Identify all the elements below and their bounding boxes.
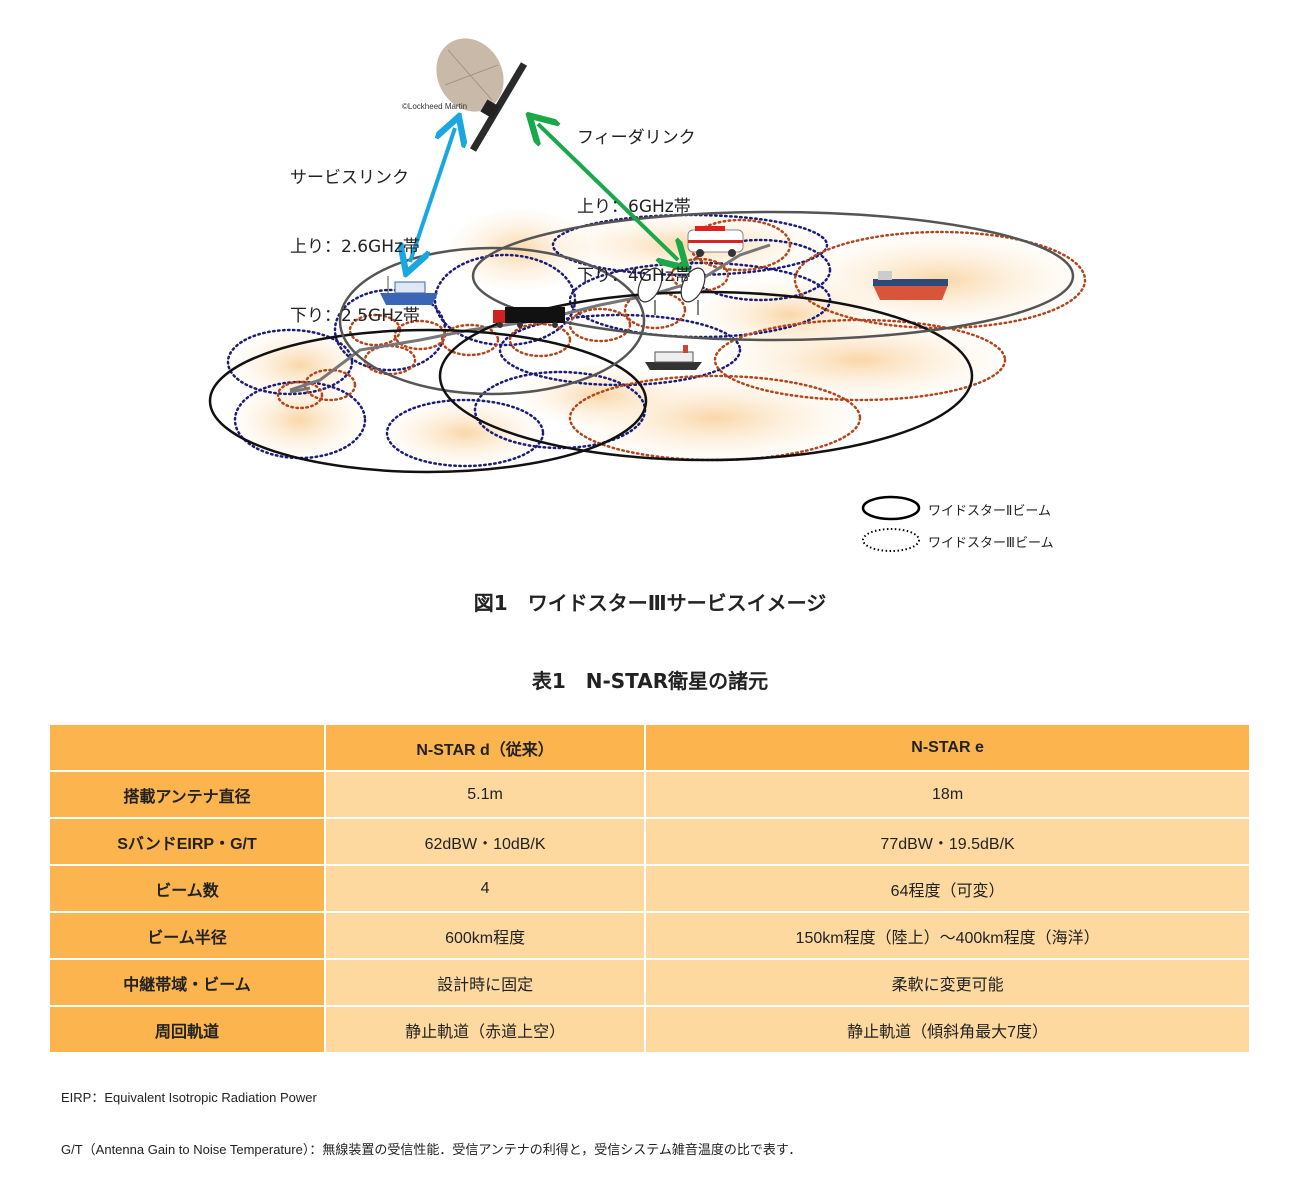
feeder-link-title: フィーダリンク	[577, 128, 696, 148]
service-link-title: サービスリンク	[290, 168, 409, 188]
cell-nstar-d: 4	[323, 864, 647, 913]
table-row: 周回軌道静止軌道（赤道上空）静止軌道（傾斜角最大7度）	[48, 1005, 1251, 1054]
cell-nstar-d: 静止軌道（赤道上空）	[323, 1005, 647, 1054]
service-link-label: サービスリンク 上り：2.6GHz帯 下り：2.5GHz帯	[290, 121, 420, 351]
satellite-icon	[436, 38, 528, 152]
feeder-link-up: 上り：6GHz帯	[577, 197, 691, 217]
feeder-link-label: フィーダリンク 上り：6GHz帯 下り：4GHz帯	[577, 81, 696, 311]
cell-nstar-d: 62dBW・10dB/K	[323, 817, 647, 866]
cell-nstar-e: 18m	[644, 770, 1251, 819]
header-cell: N-STAR e	[644, 723, 1251, 772]
row-label: 周回軌道	[48, 1005, 326, 1054]
legend-solid-ellipse-icon	[861, 495, 921, 521]
cell-nstar-e: 150km程度（陸上）～400km程度（海洋）	[644, 911, 1251, 960]
fishing-boat-icon	[380, 276, 438, 305]
legend-dotted-ellipse-icon	[862, 528, 920, 552]
figure-caption: 図1 ワイドスターⅢサービスイメージ	[473, 591, 827, 615]
row-label: ビーム数	[48, 864, 326, 913]
truck-icon	[493, 307, 565, 328]
widestar2-beams	[208, 210, 1075, 474]
cell-nstar-d: 5.1m	[323, 770, 647, 819]
feeder-link-arrow	[538, 124, 678, 260]
service-image-diagram: ©Lockheed Martin	[208, 38, 1087, 552]
table-caption: 表1 N-STAR衛星の諸元	[531, 669, 769, 693]
service-link-down: 下り：2.5GHz帯	[290, 306, 420, 326]
ambulance-icon	[687, 226, 744, 257]
cell-nstar-e: 77dBW・19.5dB/K	[644, 817, 1251, 866]
cell-nstar-e: 静止軌道（傾斜角最大7度）	[644, 1005, 1251, 1054]
footnote-eirp: EIRP：Equivalent Isotropic Radiation Powe…	[61, 1090, 317, 1105]
service-link-arrow	[410, 128, 455, 262]
table-header-row: N-STAR d（従来） N-STAR e	[48, 723, 1251, 772]
cell-nstar-e: 柔軟に変更可能	[644, 958, 1251, 1007]
cell-nstar-d: 設計時に固定	[323, 958, 647, 1007]
row-label: SバンドEIRP・G/T	[48, 817, 326, 866]
table-row: 中継帯域・ビーム設計時に固定柔軟に変更可能	[48, 958, 1251, 1007]
row-label: 中継帯域・ビーム	[48, 958, 326, 1007]
footnote-gt: G/T（Antenna Gain to Noise Temperature）：無…	[61, 1142, 802, 1157]
legend-widestar2: ワイドスターⅡビーム	[928, 504, 1052, 519]
ground-station-antenna-icon	[637, 267, 706, 315]
copyright-label: ©Lockheed Martin	[402, 102, 467, 111]
legend-widestar3: ワイドスターⅢビーム	[928, 536, 1054, 551]
feeder-link-down: 下り：4GHz帯	[577, 266, 691, 286]
row-label: 搭載アンテナ直径	[48, 770, 326, 819]
cell-nstar-d: 600km程度	[323, 911, 647, 960]
cruise-ship-icon	[645, 345, 702, 370]
header-cell: N-STAR d（従来）	[323, 723, 647, 772]
widestar3-beams-red	[276, 218, 1087, 462]
header-cell	[48, 723, 326, 772]
row-label: ビーム半径	[48, 911, 326, 960]
cell-nstar-e: 64程度（可変）	[644, 864, 1251, 913]
service-link-up: 上り：2.6GHz帯	[290, 237, 420, 257]
tanker-ship-icon	[873, 271, 948, 300]
